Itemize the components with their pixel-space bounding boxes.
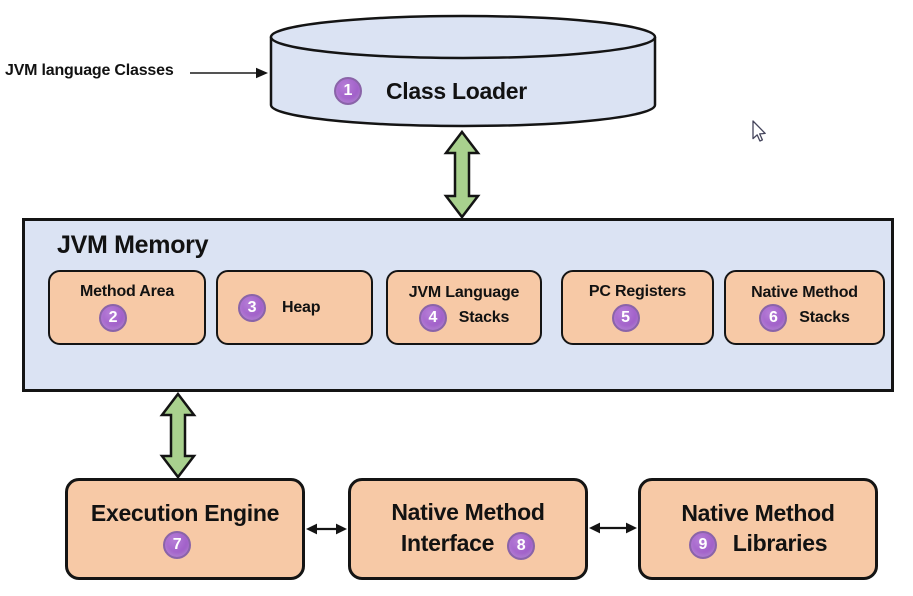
mouse-cursor-icon <box>752 120 766 142</box>
execution-engine-label: Execution Engine <box>90 499 280 526</box>
connector-memory-execution-icon <box>159 391 197 480</box>
execution-engine-node: Execution Engine 7 <box>65 478 305 580</box>
native-method-stacks-line1: Native Method <box>751 283 858 301</box>
native-method-libraries-line1: Native Method <box>681 499 835 526</box>
native-method-libraries-node: Native Method 9 Libraries <box>638 478 878 580</box>
class-loader-cylinder-top <box>269 14 657 60</box>
connector-nmi-nml-left-head-icon <box>589 522 600 534</box>
native-method-interface-line2: Interface <box>400 530 495 556</box>
connector-exec-nmi-left-head-icon <box>306 523 317 535</box>
badge-9: 9 <box>688 531 717 560</box>
jvm-language-stacks-node: JVM Language 4 Stacks <box>386 270 542 345</box>
jvm-memory-title: JVM Memory <box>57 231 209 259</box>
class-loader-node: 1 Class Loader <box>334 77 527 105</box>
class-loader-label: Class Loader <box>386 77 527 104</box>
heap-node: 3 Heap <box>216 270 373 345</box>
badge-4: 4 <box>418 303 447 332</box>
connector-exec-nmi-right-head-icon <box>336 523 347 535</box>
native-method-stacks-node: Native Method 6 Stacks <box>724 270 885 345</box>
native-method-interface-line1: Native Method <box>391 498 545 525</box>
input-arrow-head-icon <box>256 67 268 79</box>
heap-label: Heap <box>282 298 321 316</box>
method-area-label: Method Area <box>79 283 175 300</box>
badge-5: 5 <box>611 304 640 332</box>
connector-classloader-memory-icon <box>443 129 481 220</box>
method-area-node: Method Area 2 <box>48 270 206 345</box>
jvm-memory-container: JVM Memory Method Area 2 3 Heap JVM Lang… <box>22 218 894 392</box>
badge-6: 6 <box>759 303 788 332</box>
native-method-stacks-line2: Stacks <box>799 308 850 326</box>
input-classes-label: JVM language Classes <box>5 62 174 79</box>
badge-2: 2 <box>99 304 127 332</box>
pc-registers-node: PC Registers 5 <box>561 270 714 345</box>
jvm-language-stacks-line1: JVM Language <box>408 283 520 301</box>
connector-nmi-nml-right-head-icon <box>626 522 637 534</box>
pc-registers-label: PC Registers <box>588 283 687 300</box>
jvm-language-stacks-line2: Stacks <box>458 308 510 326</box>
native-method-libraries-line2: Libraries <box>732 530 828 556</box>
badge-3: 3 <box>238 293 266 322</box>
badge-8: 8 <box>507 532 536 561</box>
badge-7: 7 <box>163 531 191 560</box>
native-method-interface-node: Native Method Interface 8 <box>348 478 588 580</box>
class-loader-cylinder-body <box>269 37 657 128</box>
badge-1: 1 <box>334 77 362 105</box>
